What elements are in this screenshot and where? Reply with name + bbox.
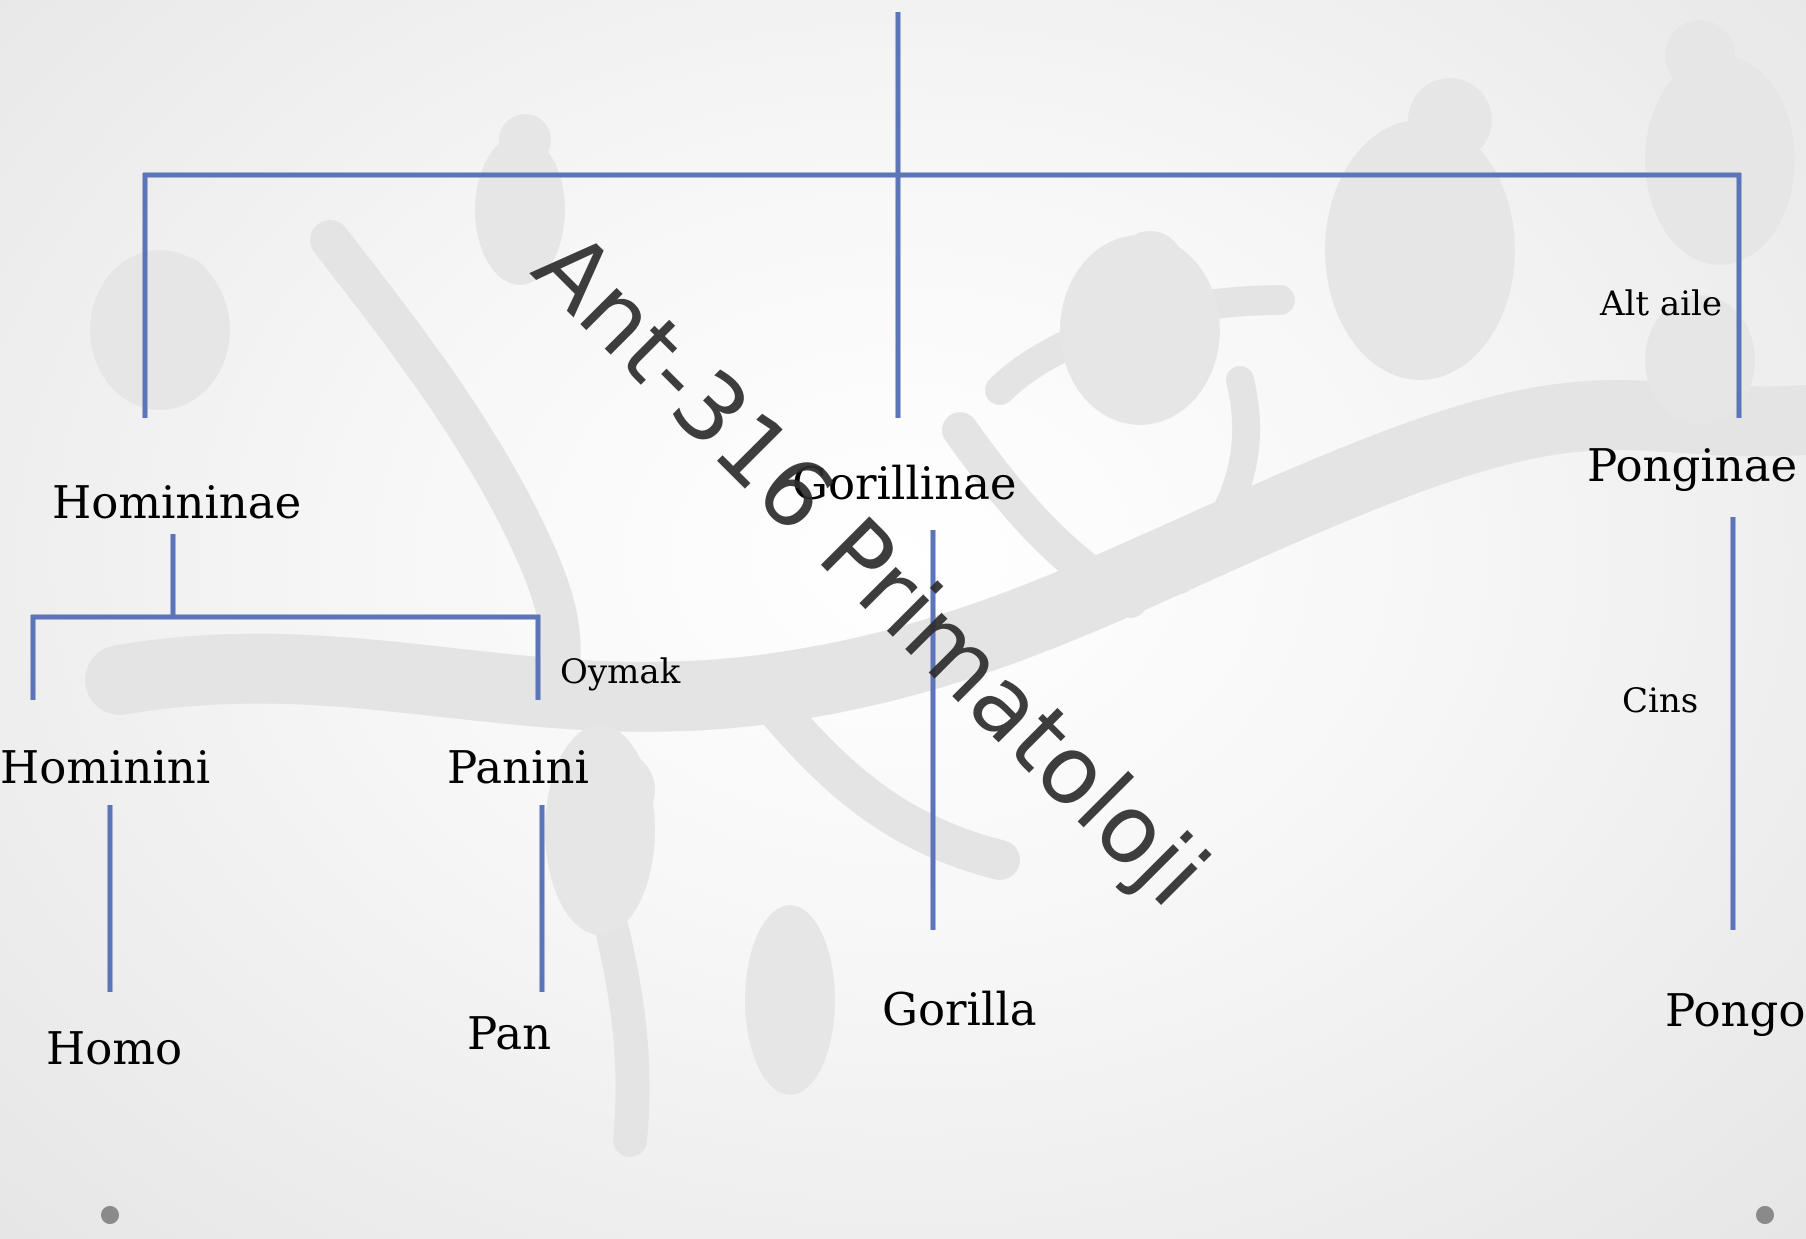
slide-corner-dot-left <box>101 1206 119 1224</box>
node-pan: Pan <box>467 1011 551 1056</box>
node-panini: Panini <box>447 745 589 790</box>
node-pongo: Pongo <box>1665 988 1805 1033</box>
node-ponginae: Ponginae <box>1587 443 1797 488</box>
rank-label-genus: Cins <box>1622 684 1698 718</box>
node-homo: Homo <box>46 1026 182 1071</box>
node-homininae: Homininae <box>52 480 301 525</box>
rank-label-tribe: Oymak <box>560 655 680 689</box>
slide-corner-dot-right <box>1756 1206 1774 1224</box>
node-gorilla: Gorilla <box>882 987 1037 1032</box>
node-hominini: Hominini <box>0 745 210 790</box>
rank-label-subfamily: Alt aile <box>1600 287 1722 321</box>
